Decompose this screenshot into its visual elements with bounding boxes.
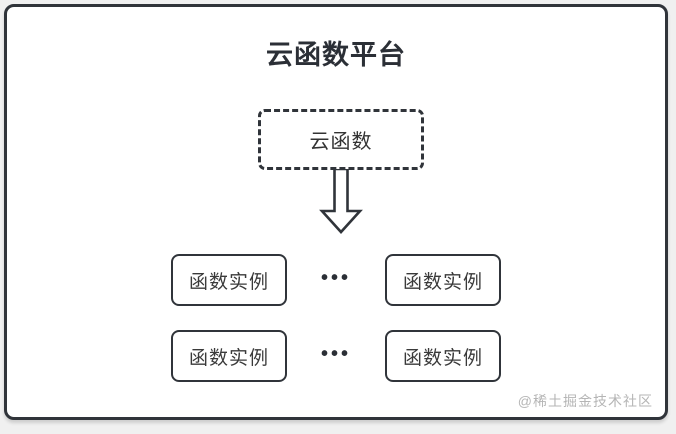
function-instance-label: 函数实例 <box>188 271 269 293</box>
function-instance-label: 函数实例 <box>402 347 483 369</box>
ellipsis-dots: ••• <box>320 267 351 289</box>
instance-row-2: 函数实例 ••• 函数实例 <box>7 330 665 382</box>
function-instance-box: 函数实例 <box>385 254 501 306</box>
watermark-text: @稀土掘金技术社区 <box>517 393 653 409</box>
down-arrow-icon <box>319 167 363 235</box>
ellipsis-dots: ••• <box>320 343 351 365</box>
instance-row-1: 函数实例 ••• 函数实例 <box>7 254 665 306</box>
function-instance-box: 函数实例 <box>385 330 501 382</box>
function-instance-box: 函数实例 <box>170 330 287 382</box>
platform-frame: 云函数平台 云函数 函数实例 ••• 函数实例 函数实例 ••• 函数实例 <box>4 4 668 420</box>
function-instance-label: 函数实例 <box>402 271 483 293</box>
down-arrow-svg <box>319 167 363 234</box>
cloud-function-label: 云函数 <box>309 131 373 153</box>
cloud-function-box: 云函数 <box>258 109 424 170</box>
diagram-title: 云函数平台 <box>266 40 406 70</box>
function-instance-box: 函数实例 <box>170 254 287 306</box>
function-instance-label: 函数实例 <box>188 347 269 369</box>
